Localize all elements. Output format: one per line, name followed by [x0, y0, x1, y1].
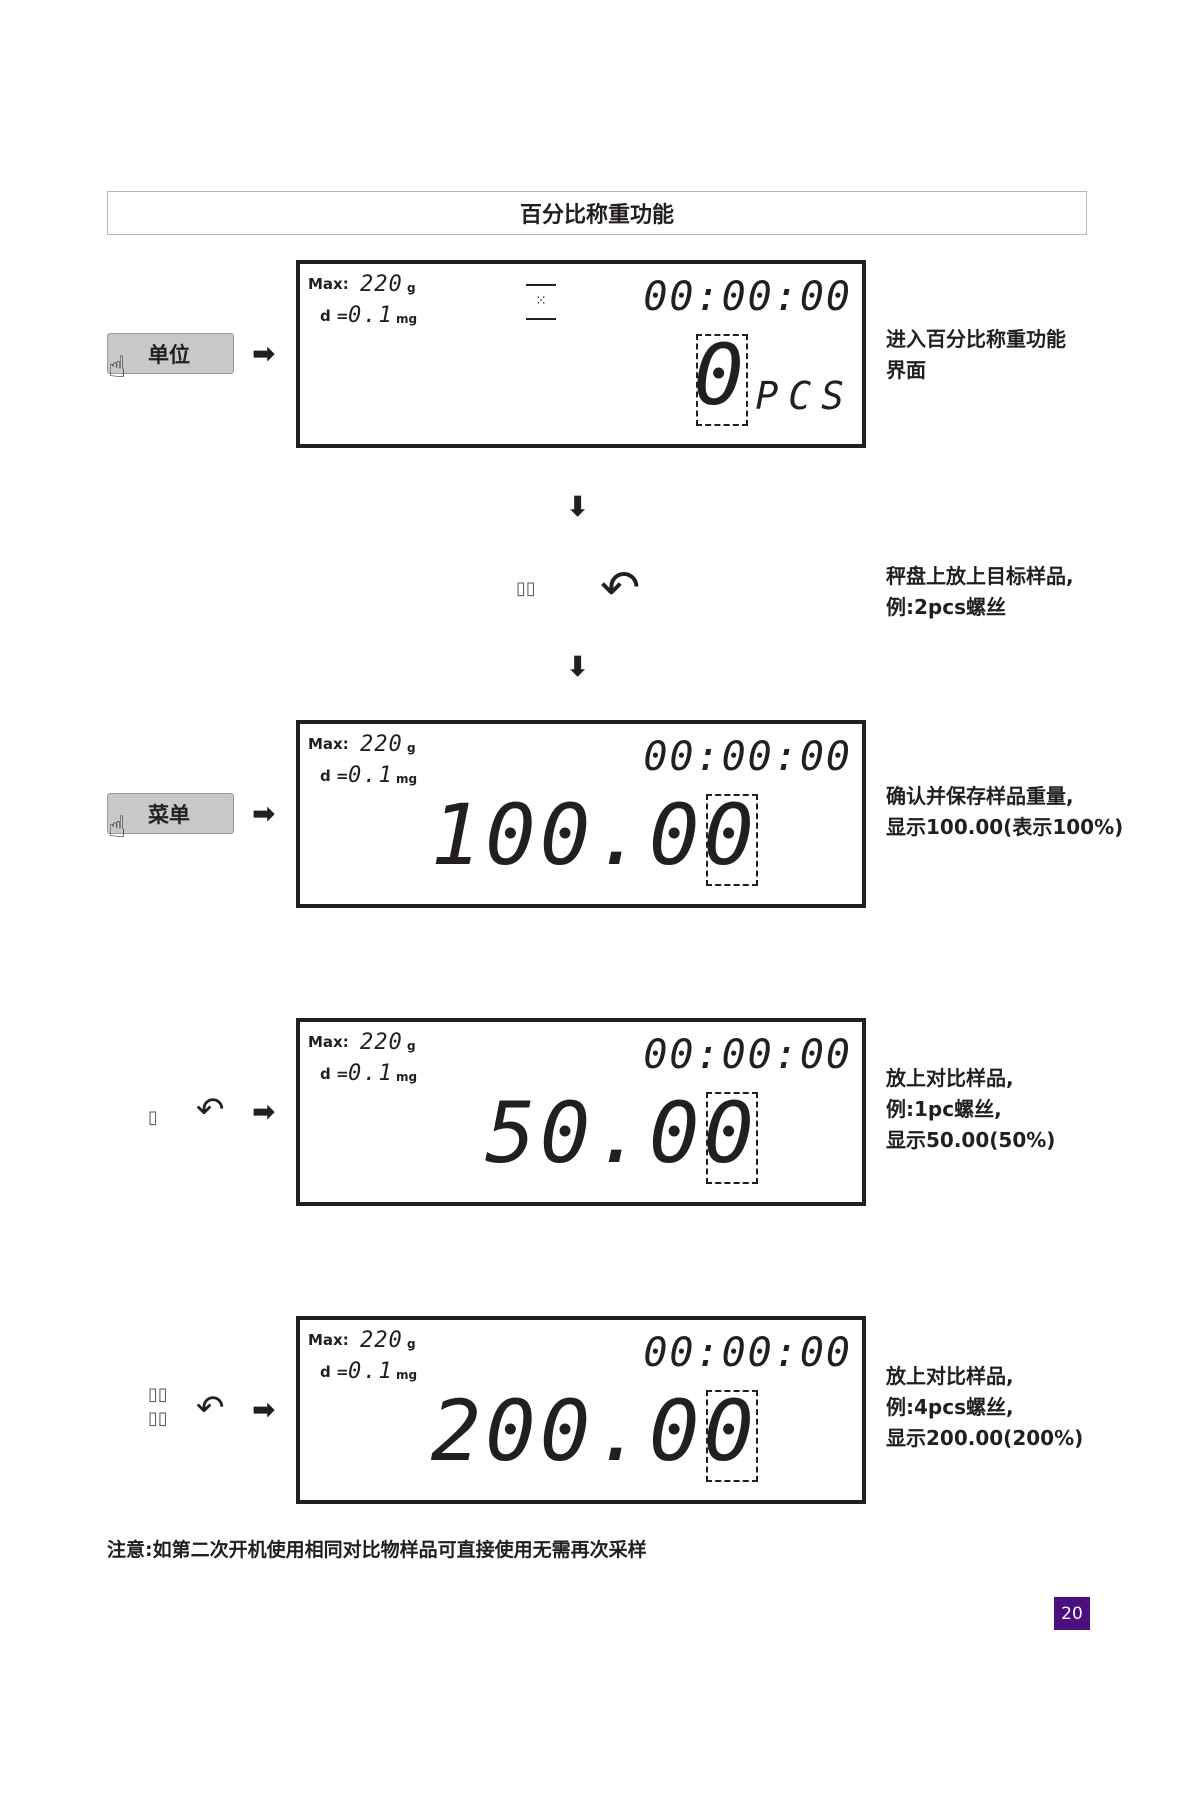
desc-line: 显示200.00(200%): [886, 1426, 1084, 1450]
max-unit: g: [407, 1039, 416, 1053]
max-value: 220: [360, 1328, 403, 1353]
max-unit: g: [407, 741, 416, 755]
desc-line: 例:1pc螺丝,: [886, 1097, 1002, 1121]
arrow-right-icon: ➡: [252, 337, 276, 370]
lcd-display-100: Max: 220 g d = 0.1 mg 00:00:00 100.00: [296, 720, 866, 908]
lcd-display-50: Max: 220 g d = 0.1 mg 00:00:00 50.00: [296, 1018, 866, 1206]
pointing-hand-icon: ☝: [108, 810, 127, 845]
desc-line: 例:2pcs螺丝: [886, 595, 1006, 619]
d-value: 0.1: [348, 303, 394, 328]
desc-line: 放上对比样品,: [886, 1364, 1014, 1388]
clock-readout: 00:00:00: [643, 734, 852, 780]
max-value: 220: [360, 1030, 403, 1055]
step-5-description: 放上对比样品, 例:4pcs螺丝, 显示200.00(200%): [886, 1361, 1083, 1454]
d-label: d =: [320, 307, 349, 325]
max-label: Max:: [308, 1331, 349, 1349]
sensor-icon: ⁙: [526, 284, 556, 320]
screw-icon: ▯: [148, 1107, 158, 1128]
d-unit: mg: [396, 772, 418, 786]
place-on-pan-icon: ↶: [600, 560, 641, 616]
desc-line: 例:4pcs螺丝,: [886, 1395, 1014, 1419]
d-unit: mg: [396, 1368, 418, 1382]
clock-readout: 00:00:00: [643, 274, 852, 320]
d-label: d =: [320, 1363, 349, 1381]
step-4-description: 放上对比样品, 例:1pc螺丝, 显示50.00(50%): [886, 1063, 1055, 1156]
main-readout: 50.00: [485, 1084, 758, 1182]
screws-icon: ▯▯▯▯: [148, 1384, 168, 1429]
desc-line: 显示100.00(表示100%): [886, 815, 1124, 839]
note-text: 注意:如第二次开机使用相同对比物样品可直接使用无需再次采样: [107, 1539, 647, 1561]
desc-line: 确认并保存样品重量,: [886, 784, 1074, 808]
step-1-description: 进入百分比称重功能 界面: [886, 324, 1066, 386]
max-value: 220: [360, 272, 403, 297]
arrow-right-icon: ➡: [252, 1393, 276, 1426]
digit-cursor: [706, 1390, 758, 1482]
arrow-down-icon: ⬇: [566, 490, 590, 523]
page-number: 20: [1054, 1597, 1090, 1630]
max-label: Max:: [308, 275, 349, 293]
place-on-pan-icon: ↶: [196, 1388, 225, 1428]
arrow-right-icon: ➡: [252, 1095, 276, 1128]
place-on-pan-icon: ↶: [196, 1090, 225, 1130]
max-label: Max:: [308, 1033, 349, 1051]
max-unit: g: [407, 281, 416, 295]
desc-line: 进入百分比称重功能: [886, 327, 1066, 351]
arrow-down-icon: ⬇: [566, 650, 590, 683]
d-unit: mg: [396, 1070, 418, 1084]
d-unit: mg: [396, 312, 418, 326]
main-readout: 0: [693, 326, 748, 424]
desc-line: 秤盘上放上目标样品,: [886, 564, 1074, 588]
step-2-description: 秤盘上放上目标样品, 例:2pcs螺丝: [886, 561, 1074, 623]
max-unit: g: [407, 1337, 416, 1351]
menu-button-label: 菜单: [148, 802, 190, 827]
digit-cursor: [706, 1092, 758, 1184]
unit-readout: PCS: [755, 374, 854, 418]
clock-readout: 00:00:00: [643, 1032, 852, 1078]
lcd-display-200: Max: 220 g d = 0.1 mg 00:00:00 200.00: [296, 1316, 866, 1504]
digit-cursor: [696, 334, 748, 426]
desc-line: 放上对比样品,: [886, 1066, 1014, 1090]
max-label: Max:: [308, 735, 349, 753]
main-readout: 100.00: [430, 786, 758, 884]
max-value: 220: [360, 732, 403, 757]
pointing-hand-icon: ☝: [108, 350, 127, 385]
desc-line: 显示50.00(50%): [886, 1128, 1056, 1152]
screws-icon: ▯▯: [516, 578, 536, 599]
d-value: 0.1: [348, 1061, 394, 1086]
menu-button[interactable]: 菜单: [107, 793, 234, 834]
unit-button[interactable]: 单位: [107, 333, 234, 374]
digit-cursor: [706, 794, 758, 886]
clock-readout: 00:00:00: [643, 1330, 852, 1376]
d-value: 0.1: [348, 1359, 394, 1384]
desc-line: 界面: [886, 358, 926, 382]
d-label: d =: [320, 767, 349, 785]
arrow-right-icon: ➡: [252, 797, 276, 830]
lcd-display-pcs: Max: 220 g d = 0.1 mg ⁙ 00:00:00 0 PCS: [296, 260, 866, 448]
section-title: 百分比称重功能: [107, 191, 1087, 235]
unit-button-label: 单位: [148, 342, 190, 367]
step-3-description: 确认并保存样品重量, 显示100.00(表示100%): [886, 781, 1123, 843]
main-readout: 200.00: [430, 1382, 758, 1480]
d-label: d =: [320, 1065, 349, 1083]
d-value: 0.1: [348, 763, 394, 788]
